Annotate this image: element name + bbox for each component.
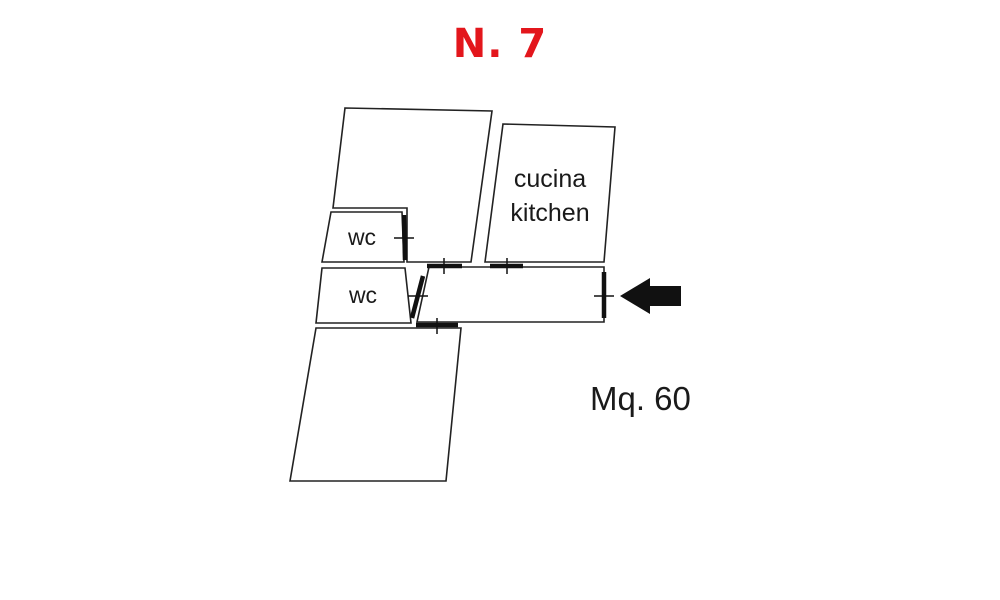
kitchen-label-en: kitchen [510, 199, 589, 227]
wc-lower-label: wc [348, 282, 377, 308]
page-title: N. 7 [452, 21, 548, 67]
door-wc-lower [409, 275, 426, 319]
room-kitchen [484, 123, 616, 263]
room-corridor [416, 266, 605, 323]
room-bottom-left [289, 327, 462, 482]
room-top-left [332, 107, 493, 263]
arrow-left-icon [620, 278, 681, 314]
room-wc-upper [321, 211, 405, 263]
wc-upper-label: wc [347, 224, 376, 250]
area-label: Mq. 60 [590, 380, 691, 417]
kitchen-label-it: cucina [514, 165, 586, 193]
room-wc-lower [315, 267, 412, 324]
